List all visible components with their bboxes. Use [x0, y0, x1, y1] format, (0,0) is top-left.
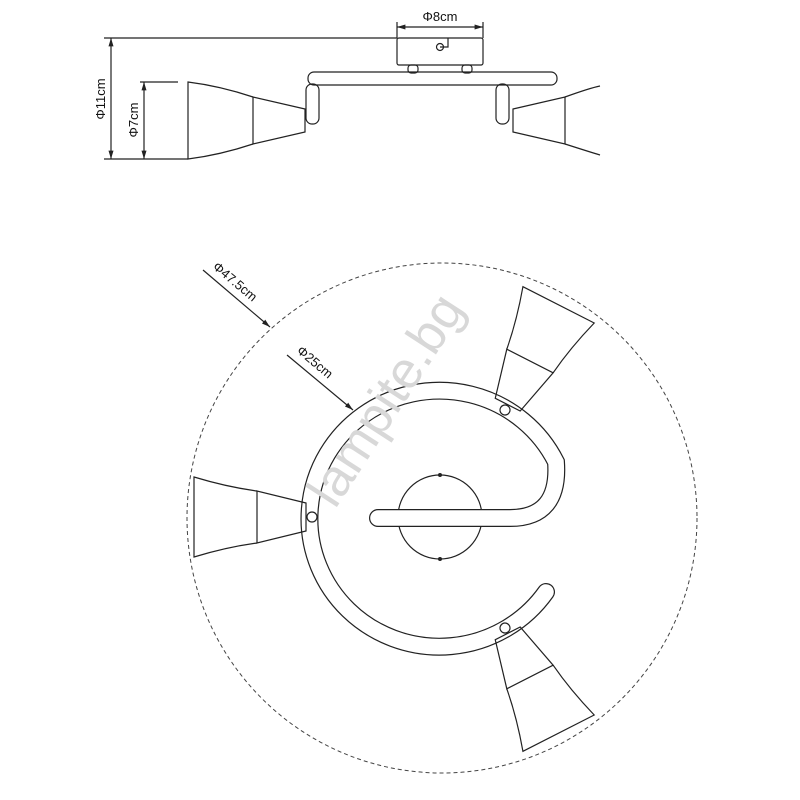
plate-diameter-label: Φ8cm	[423, 9, 458, 24]
plan-view: Φ47.5cm Φ25cm lampite.bg	[186, 259, 698, 774]
total-height-label: Φ11cm	[93, 78, 108, 119]
shade-diameter-label: Φ7cm	[126, 103, 141, 138]
side-lamp-right	[512, 85, 601, 156]
side-view: Φ8cm Φ11cm Φ7cm	[93, 9, 601, 160]
outer-diameter-circle	[186, 262, 698, 774]
spiral-arm	[300, 381, 566, 656]
side-lamp-left	[187, 81, 306, 160]
ceiling-plate	[396, 37, 484, 66]
mount-bar	[307, 71, 558, 86]
spotlight-bottom-right	[466, 604, 595, 752]
watermark: lampite.bg	[296, 284, 475, 517]
spotlight-top-right	[466, 286, 595, 434]
spotlight-left	[193, 476, 318, 558]
spiral-diameter-label: Φ25cm	[294, 343, 336, 382]
